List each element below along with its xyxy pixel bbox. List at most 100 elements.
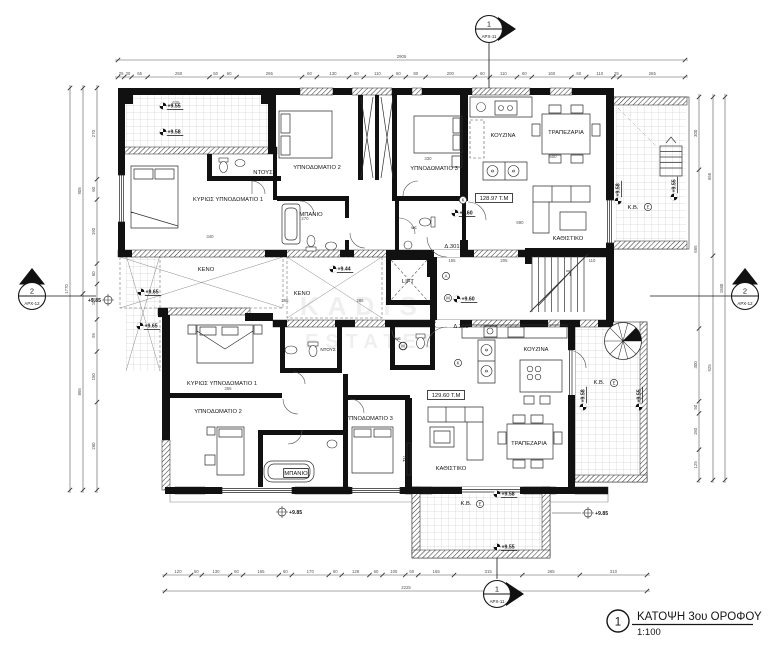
dim-value: 110: [589, 258, 596, 263]
dim-value: 265: [547, 569, 555, 574]
dim-value: 25: [614, 71, 619, 76]
spiral-stair: [604, 322, 642, 360]
dim-value: 355: [224, 386, 232, 391]
dim-value: 60: [576, 71, 581, 76]
terrace-stairs: [617, 107, 683, 177]
dim-value: 125: [693, 461, 698, 469]
dim-value: 265: [281, 298, 289, 303]
level-mark: +9.58: [579, 386, 587, 411]
dim-value: 300: [693, 361, 698, 369]
terraces: [126, 95, 686, 550]
room-label-wc-b: wc: [395, 336, 401, 341]
svg-text:KADIS: KADIS: [300, 291, 426, 321]
dim-value: 165: [257, 569, 265, 574]
level-value: +9.65: [146, 290, 159, 296]
dimension-chain: 2225: [162, 585, 650, 594]
room-label-lift: LIFT: [402, 279, 414, 285]
room-label-void-2: ΚΕΝΟ: [294, 291, 311, 297]
dim-value: 155: [448, 258, 456, 263]
kitchen-icons: [476, 102, 542, 381]
level-value: +9.58: [581, 389, 587, 402]
level-value: +9.65: [145, 324, 158, 330]
dim-value: 340: [206, 234, 214, 239]
reference-circle: [459, 196, 467, 204]
dim-value: 2905: [397, 54, 407, 59]
level-value: +9.55: [672, 179, 678, 192]
room-label-area-b: 129.60 T.M: [432, 393, 461, 399]
level-mark: +9.65: [137, 288, 162, 296]
dim-value: 25: [119, 71, 124, 76]
room-label-balcony-1: K.B.: [628, 205, 639, 211]
room-label-bedroom2-a: ΥΠΝΟΔΩΜΑΤΙΟ 2: [293, 165, 341, 171]
dim-value: 500: [549, 154, 557, 159]
dim-value: 60: [374, 569, 379, 574]
level-mark: +9.55: [493, 543, 518, 551]
level-mark: +9.58: [614, 180, 622, 205]
dim-value: 110: [596, 71, 603, 76]
doors: [251, 180, 587, 445]
title-block: 1 ΚΑΤΟΨΗ 3ου ΟΡΟΦΟΥ 1:100: [606, 609, 762, 638]
room-label-void-1: ΚΕΝΟ: [198, 267, 215, 273]
furniture: [130, 96, 601, 483]
dim-value: 310: [610, 569, 618, 574]
dim-value: 60: [354, 71, 359, 76]
reference-letter: Κ: [457, 361, 460, 366]
drawing-scale: 1:100: [637, 627, 661, 638]
marker-ref: ΑΡΧ-12: [24, 301, 40, 306]
reference-letter: Ε: [613, 381, 616, 386]
dim-value: 60: [409, 569, 414, 574]
room-label-balcony-3: K.B.: [461, 501, 472, 507]
room-label-unit-a: Δ.301: [444, 244, 459, 250]
survey-level-value: +9.85: [289, 510, 302, 516]
level-mark: +9.60: [453, 295, 478, 303]
dim-value: 60: [307, 71, 312, 76]
dim-value: 925: [707, 364, 712, 372]
dim-value: 110: [374, 71, 381, 76]
level-value: +9.60: [462, 297, 475, 303]
survey-level: +9.85: [276, 506, 302, 518]
room-label-bath-a: ΜΠΑΝΙΟ: [299, 212, 323, 218]
room-label-dining-b: ΤΡΑΠΕΖΑΡΙΑ: [511, 441, 547, 447]
room-label-tv: TV: [402, 455, 407, 462]
dim-value: 315: [485, 569, 493, 574]
windows: [118, 174, 614, 494]
reference-letter: Κ: [462, 198, 465, 203]
room-label-balcony-2: K.B.: [594, 380, 605, 386]
level-mark: +9.44: [329, 265, 354, 273]
dim-value: 60: [234, 569, 239, 574]
reference-circle: [454, 359, 462, 367]
dim-value: 625: [172, 100, 180, 105]
dim-value: 50: [194, 569, 199, 574]
dim-value: 60: [91, 271, 96, 276]
dim-value: 60: [283, 569, 288, 574]
level-value: +9.55: [168, 104, 181, 110]
dim-value: 250: [175, 71, 183, 76]
survey-level: +9.85: [88, 294, 114, 306]
room-label-bedroom3-a: ΥΠΝΟΔΩΜΑΤΙΟ 3: [410, 166, 458, 172]
room-label-kitchen-b: ΚΟΥΖΙΝΑ: [523, 347, 548, 353]
sheet-number: 1: [615, 617, 621, 629]
dim-value: 300: [693, 129, 698, 137]
survey-levels: +9.85 +9.85 +9.85: [88, 294, 608, 519]
survey-level: +9.85: [552, 507, 608, 519]
dim-value: 120: [174, 569, 182, 574]
room-label-unit-b: Δ.302: [453, 324, 468, 330]
dim-value: 2225: [401, 585, 411, 590]
staircase: [529, 253, 589, 313]
level-mark: +9.58: [159, 128, 184, 136]
dim-value: 260: [91, 442, 96, 450]
room-label-dining-a: ΤΡΑΠΕΖΑΡΙΑ: [548, 130, 584, 136]
room-label-living-b: ΚΑΘΙΣΤΙΚΟ: [436, 466, 467, 472]
dim-value: 655: [693, 245, 698, 253]
dim-value: 905: [77, 187, 82, 195]
dim-value: 60: [333, 569, 338, 574]
